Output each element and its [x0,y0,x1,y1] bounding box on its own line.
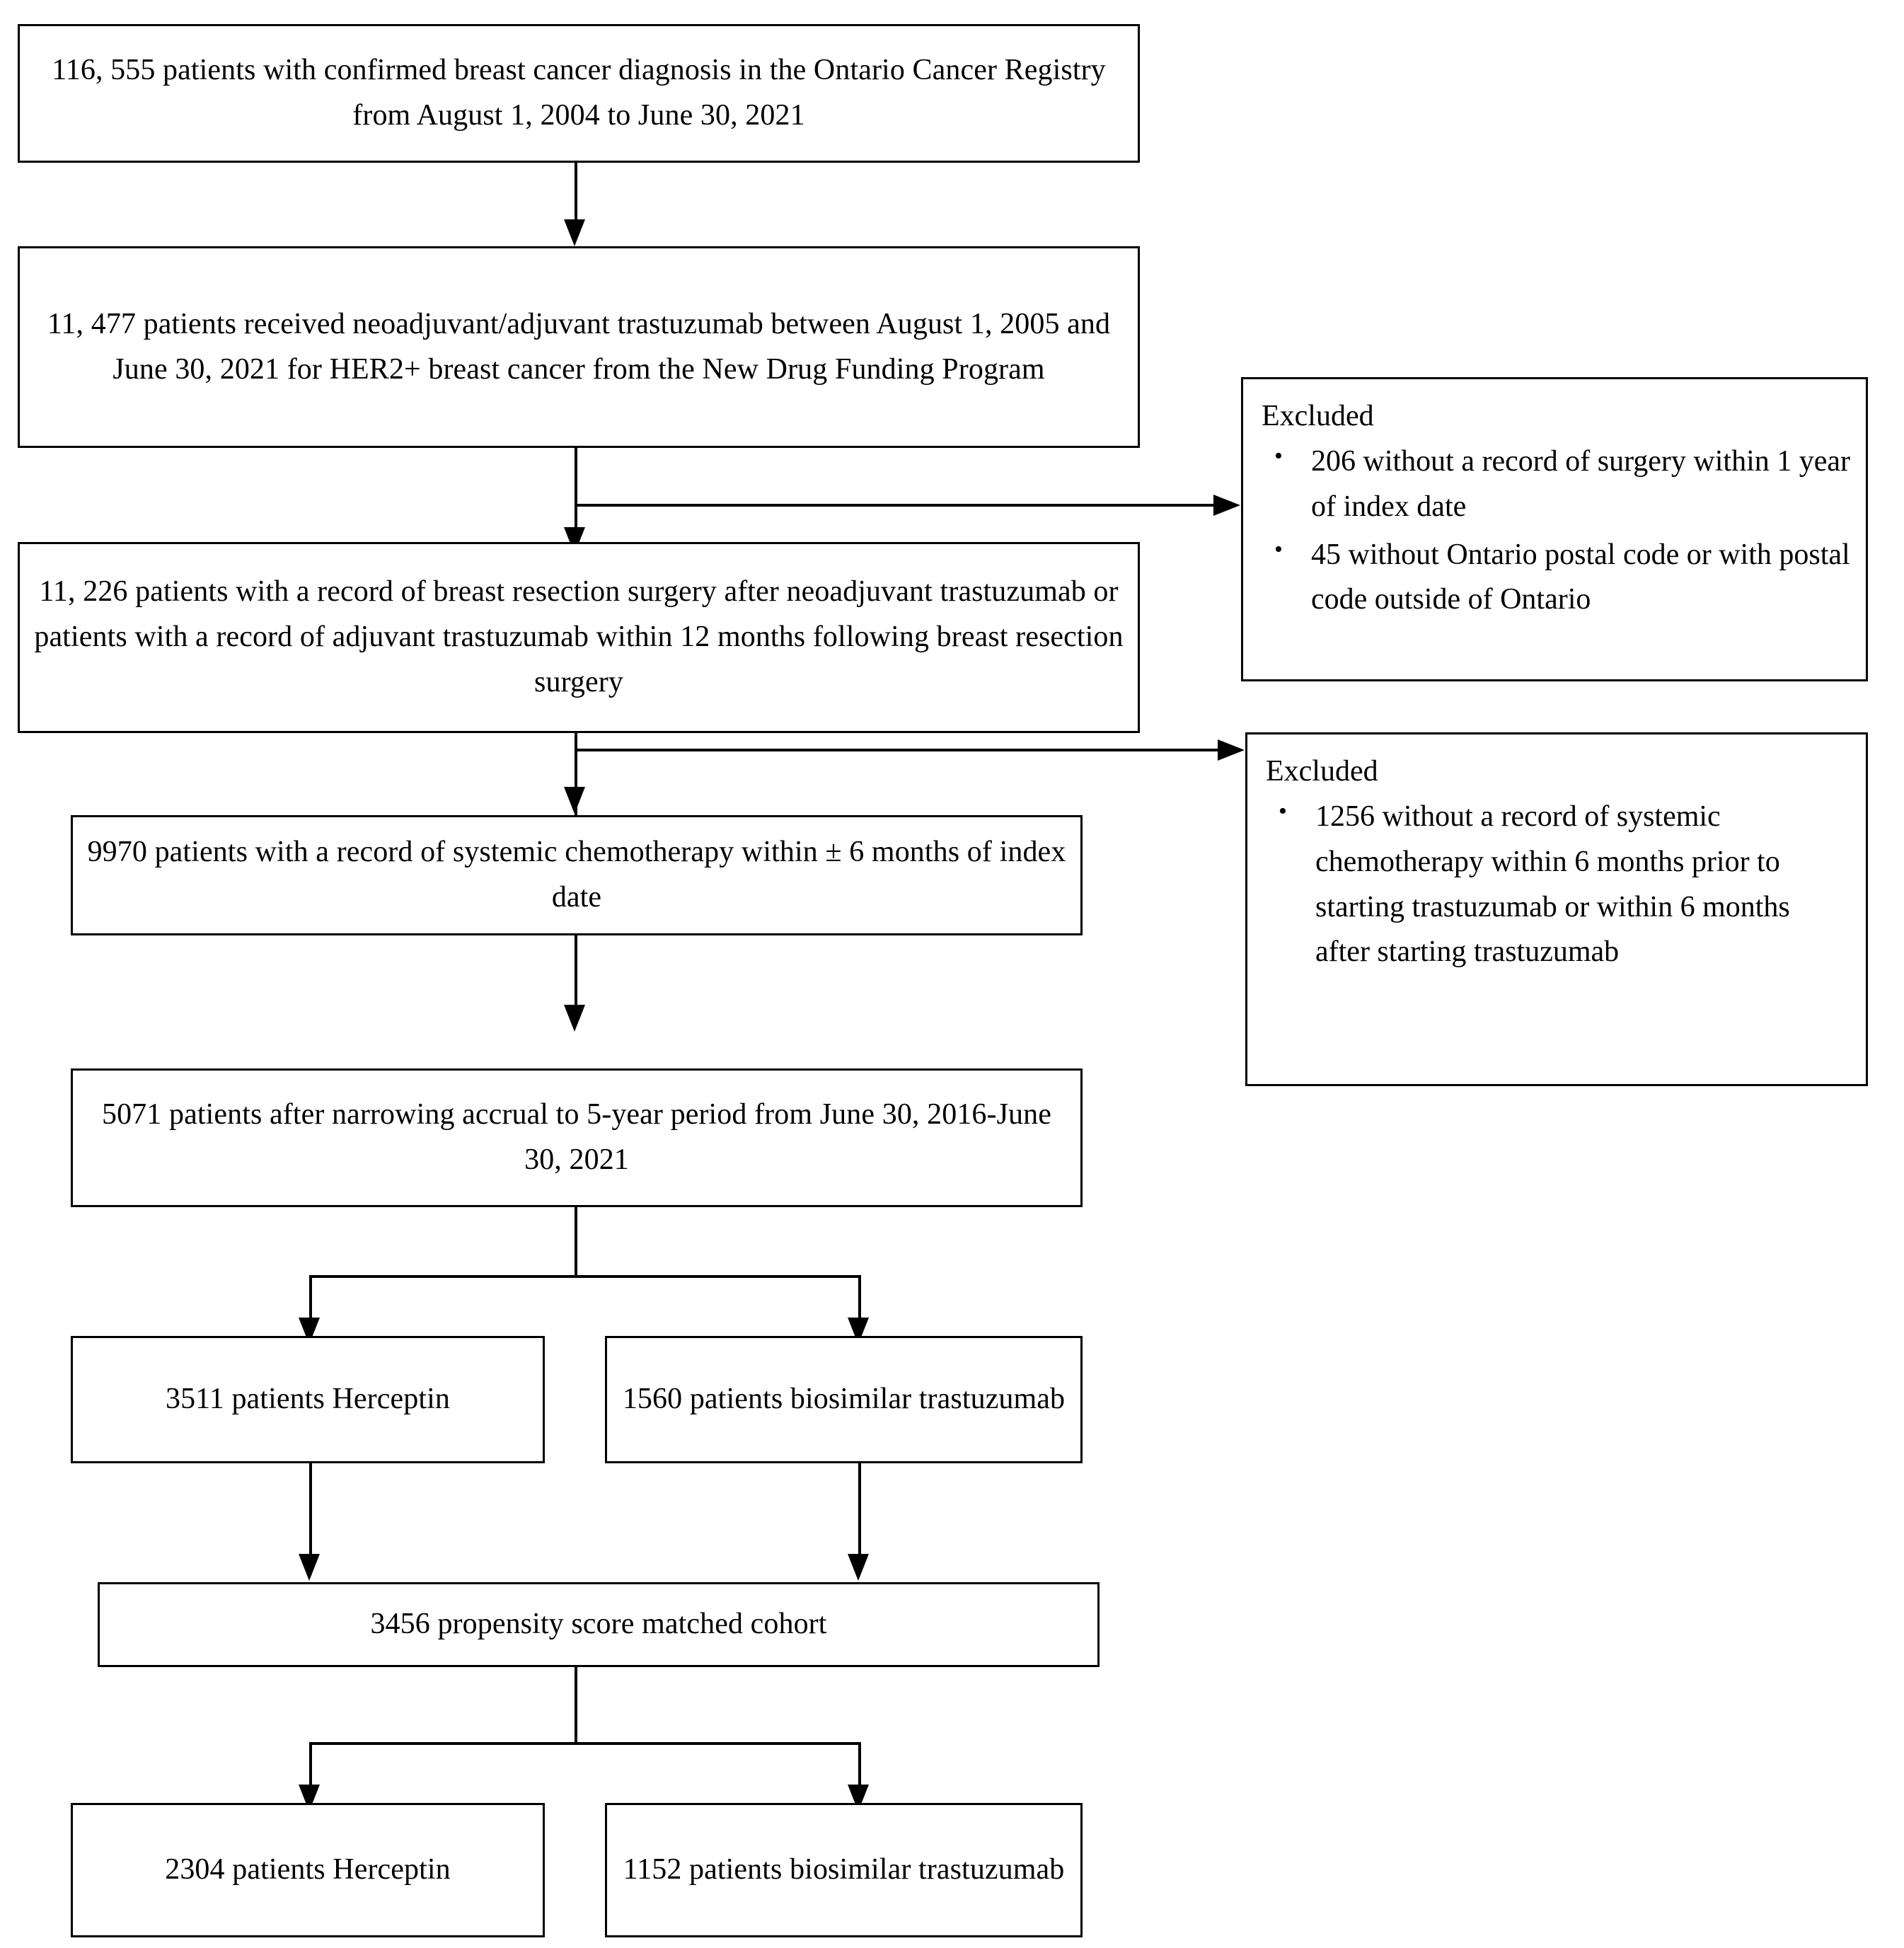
connector-resection-to-chemo [575,733,577,817]
connector-matched-split-bar [309,1742,861,1745]
node-excluded-1: Excluded 206 without a record of surgery… [1241,377,1868,681]
connector-accrual-to-biosimilar [858,1275,861,1344]
arrowhead-resection-to-chemo [564,787,585,814]
connector-resection-to-excluded-2 [575,749,1219,751]
arrowhead-herceptin-pre-to-matched [299,1554,320,1581]
connector-trastuzumab-to-excluded-1 [575,504,1215,507]
node-matched-label: 3456 propensity score matched cohort [370,1608,827,1641]
node-biosimilar-pre: 1560 patients biosimilar trastuzumab [605,1336,1083,1463]
arrowhead-biosimilar-pre-to-matched [848,1554,869,1581]
connector-matched-to-herceptin-post [309,1742,312,1811]
connector-accrual-to-herceptin [309,1275,312,1344]
arrowhead-trastuzumab-to-excluded-1 [1213,495,1240,516]
excluded-2-title: Excluded [1266,755,1378,788]
list-item: 45 without Ontario postal code or with p… [1274,531,1852,623]
list-item: 1256 without a record of systemic chemot… [1279,793,1852,975]
connector-matched-to-biosimilar-post [858,1742,861,1811]
node-accrual: 5071 patients after narrowing accrual to… [71,1068,1083,1207]
node-chemo-label: 9970 patients with a record of systemic … [87,836,1066,914]
node-biosimilar-post-label: 1152 patients biosimilar trastuzumab [623,1853,1065,1886]
connector-accrual-split-bar [309,1275,861,1278]
node-registry-label: 116, 555 patients with confirmed breast … [52,54,1106,132]
node-herceptin-pre-label: 3511 patients Herceptin [166,1383,450,1416]
excluded-1-list: 206 without a record of surgery within 1… [1262,438,1852,623]
node-herceptin-post: 2304 patients Herceptin [71,1803,545,1937]
node-registry: 116, 555 patients with confirmed breast … [18,24,1140,163]
excluded-1-title: Excluded [1262,400,1374,432]
connector-trastuzumab-to-resection [575,448,577,534]
node-chemo: 9970 patients with a record of systemic … [71,815,1083,935]
arrowhead-resection-to-excluded-2 [1218,739,1245,761]
node-matched: 3456 propensity score matched cohort [98,1582,1100,1667]
connector-chemo-to-accrual [575,935,577,1013]
node-resection-label: 11, 226 patients with a record of breast… [34,575,1124,698]
node-biosimilar-pre-label: 1560 patients biosimilar trastuzumab [622,1383,1066,1416]
node-resection: 11, 226 patients with a record of breast… [18,542,1140,733]
connector-matched-stem [575,1667,577,1745]
arrowhead-registry-to-trastuzumab [564,219,585,246]
node-excluded-2: Excluded 1256 without a record of system… [1245,732,1868,1086]
node-trastuzumab: 11, 477 patients received neoadjuvant/ad… [18,246,1140,448]
arrowhead-chemo-to-accrual [564,1005,585,1032]
node-herceptin-post-label: 2304 patients Herceptin [165,1853,451,1886]
node-accrual-label: 5071 patients after narrowing accrual to… [101,1098,1052,1176]
node-trastuzumab-label: 11, 477 patients received neoadjuvant/ad… [47,307,1111,386]
connector-registry-to-trastuzumab [575,163,577,225]
connector-accrual-stem [575,1207,577,1278]
connector-biosimilar-pre-to-matched [858,1463,861,1569]
node-herceptin-pre: 3511 patients Herceptin [71,1336,545,1463]
list-item: 206 without a record of surgery within 1… [1274,438,1852,530]
connector-herceptin-pre-to-matched [309,1463,312,1569]
excluded-2-list: 1256 without a record of systemic chemot… [1266,793,1852,975]
node-biosimilar-post: 1152 patients biosimilar trastuzumab [605,1803,1083,1937]
